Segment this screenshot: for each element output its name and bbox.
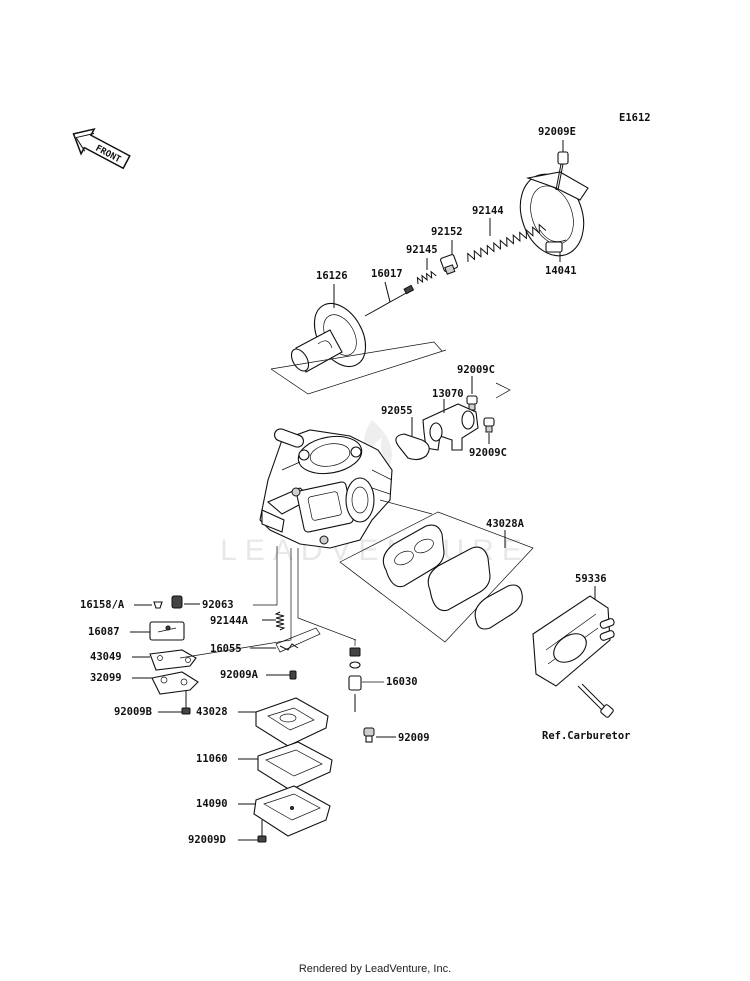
label-43049: 43049	[90, 651, 122, 663]
jet-16030	[348, 647, 362, 712]
fuel-pump-59336	[532, 595, 615, 718]
screw-92009E	[555, 151, 569, 191]
label-16017: 16017	[371, 268, 403, 280]
label-32099: 32099	[90, 672, 122, 684]
screw-16158A	[153, 601, 163, 609]
bracket-13070	[422, 403, 479, 451]
label-16126: 16126	[316, 270, 348, 282]
gasket-43028	[255, 697, 329, 747]
label-16087: 16087	[88, 626, 120, 638]
gasket-43028A	[382, 524, 523, 630]
label-13070: 13070	[432, 388, 464, 400]
needle-16055	[275, 627, 321, 653]
footer-credit: Rendered by LeadVenture, Inc.	[298, 963, 452, 975]
label-92144: 92144	[472, 205, 504, 217]
diagram-code: E1612	[619, 112, 651, 124]
leader-carb-left	[253, 546, 278, 606]
spring-92144A	[274, 611, 286, 631]
label-92009D: 92009D	[188, 834, 226, 846]
label-92009: 92009	[398, 732, 430, 744]
label-92055: 92055	[381, 405, 413, 417]
label-43028: 43028	[196, 706, 228, 718]
label-92009A: 92009A	[220, 669, 259, 681]
label-92063: 92063	[202, 599, 234, 611]
group-frame-43028A	[339, 511, 534, 643]
label-16030: 16030	[386, 676, 418, 688]
label-59336: 59336	[575, 573, 607, 585]
leader-carb-right	[297, 548, 357, 641]
screw-92009A	[278, 670, 297, 680]
screw-92009D	[257, 820, 267, 843]
group-bracket-top	[270, 341, 447, 395]
plug-92063	[171, 595, 183, 609]
label-92152: 92152	[431, 226, 463, 238]
cover-16087	[149, 621, 185, 641]
label-16158A: 16158/A	[80, 599, 125, 611]
leader-16030	[354, 640, 384, 683]
label-92144A: 92144A	[210, 615, 249, 627]
diaphragm-16126	[290, 303, 367, 373]
fitting-92152	[440, 254, 458, 275]
label-92009C-bottom: 92009C	[469, 447, 507, 459]
screw-92009B	[181, 690, 191, 715]
label-16055: 16055	[210, 643, 242, 655]
gasket-11060	[257, 741, 333, 791]
screw-92009C-bottom	[483, 417, 495, 433]
label-92009E: 92009E	[538, 126, 576, 138]
bracket-guide-line	[495, 382, 511, 399]
needle-16017	[364, 284, 415, 317]
label-92009C-top: 92009C	[457, 364, 495, 376]
label-92009B: 92009B	[114, 706, 152, 718]
leader-carb-mid	[179, 548, 292, 659]
plate-32099	[151, 671, 199, 695]
label-92145: 92145	[406, 244, 438, 256]
cover-14041	[519, 171, 589, 257]
screw-92009C-top	[466, 395, 478, 411]
screw-92009	[363, 727, 375, 743]
label-14090: 14090	[196, 798, 228, 810]
gasket-92055	[395, 433, 430, 461]
label-14041: 14041	[545, 265, 577, 277]
gasket-43049	[149, 649, 197, 671]
label-43028A: 43028A	[486, 518, 525, 530]
ref-carburetor: Ref.Carburetor	[542, 730, 631, 742]
watermark-logo	[363, 420, 392, 466]
spring-92144	[467, 223, 547, 263]
label-11060: 11060	[196, 753, 228, 765]
carburetor-body	[259, 428, 433, 549]
cover-14090	[253, 785, 331, 837]
front-arrow-icon: FRONT	[72, 127, 131, 170]
spring-92145	[416, 270, 437, 285]
